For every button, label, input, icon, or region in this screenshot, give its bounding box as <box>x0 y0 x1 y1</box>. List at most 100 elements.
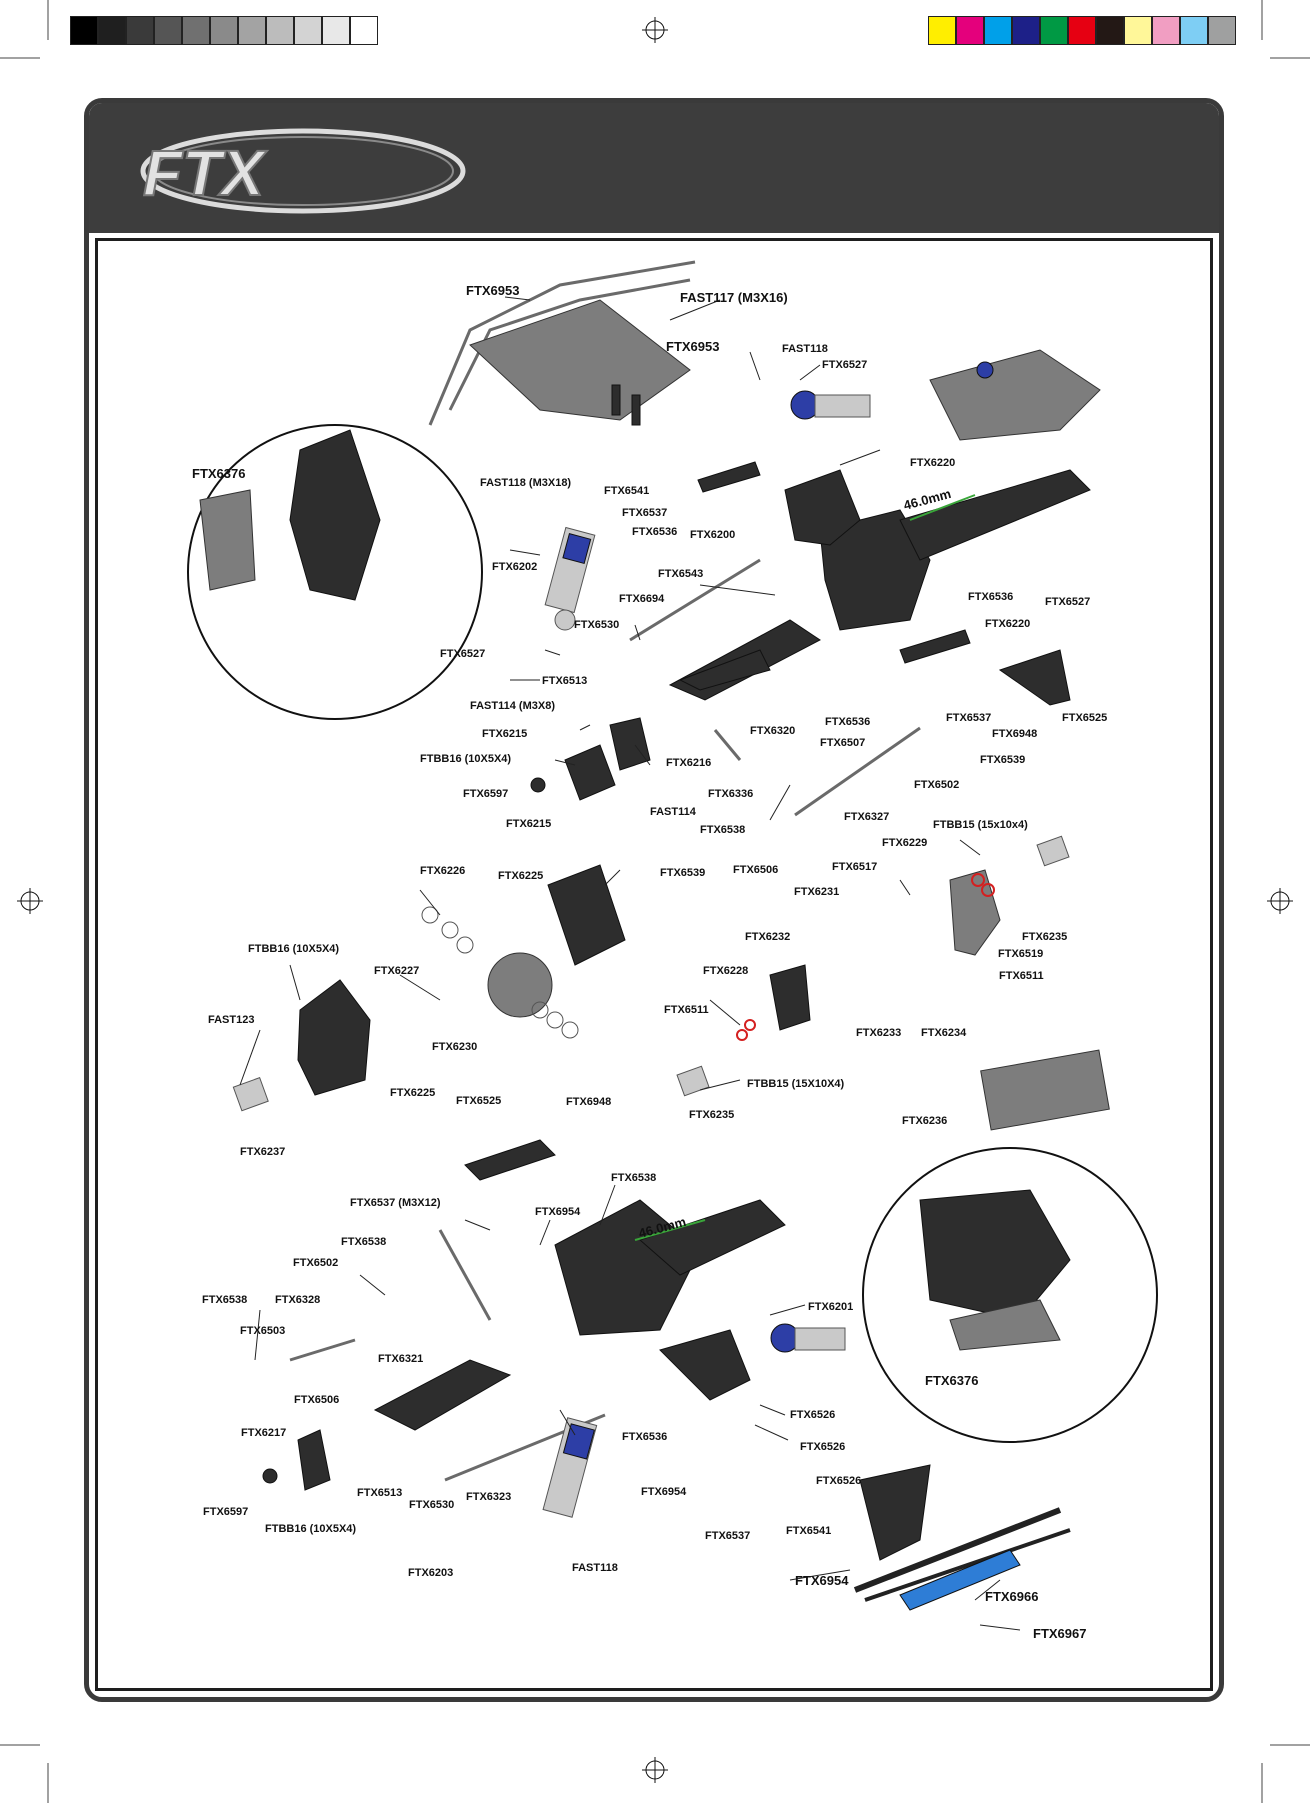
part-callout: FTX6232 <box>745 931 790 943</box>
part-callout: FTX6234 <box>921 1027 967 1039</box>
part-callout: FTX6237 <box>240 1146 285 1158</box>
part-callout: FTX6694 <box>619 593 665 605</box>
part-callout: FTX6321 <box>378 1353 423 1365</box>
color-swatch <box>1152 16 1180 45</box>
part-callout: FTX6328 <box>275 1294 320 1306</box>
gray-swatch <box>294 16 322 45</box>
front-dogbone <box>713 729 742 761</box>
color-swatch <box>1208 16 1236 45</box>
gray-swatch <box>154 16 182 45</box>
gray-swatch <box>70 16 98 45</box>
part-callout: FTX6525 <box>456 1095 501 1107</box>
part-callout: FTX6541 <box>786 1525 831 1537</box>
part-callout: FTX6227 <box>374 965 419 977</box>
part-callout: FTX6538 <box>611 1172 656 1184</box>
part-callout: FTX6327 <box>844 811 889 823</box>
gray-swatch <box>182 16 210 45</box>
part-callout: FTX6225 <box>390 1087 435 1099</box>
part-callout: FTX6226 <box>420 865 465 877</box>
color-swatch <box>1180 16 1208 45</box>
part-callout: FTX6948 <box>992 728 1037 740</box>
gray-swatch <box>126 16 154 45</box>
part-callout: FTX6506 <box>733 864 778 876</box>
gray-swatch <box>322 16 350 45</box>
part-callout: FTX6225 <box>498 870 543 882</box>
color-swatch <box>956 16 984 45</box>
front-detail-assembly <box>199 429 381 601</box>
front-shock-part <box>544 526 596 631</box>
part-callout: FTX6323 <box>466 1491 511 1503</box>
registration-target-top <box>642 17 668 43</box>
part-callout: FTX6543 <box>658 568 703 580</box>
logo-text: FTX <box>143 137 267 209</box>
diff-case-part <box>297 864 1001 1096</box>
part-callout: FAST114 (M3X8) <box>470 700 555 712</box>
front-bumper-part <box>428 260 696 426</box>
part-callout: FTX6530 <box>574 619 619 631</box>
rear-body-mount-part <box>464 1139 556 1181</box>
part-callout: FTX6525 <box>1062 712 1107 724</box>
gray-swatch <box>266 16 294 45</box>
part-callout: FTX6215 <box>482 728 527 740</box>
part-callout: FTX6948 <box>566 1096 611 1108</box>
rear-bumper-part <box>853 1464 1071 1611</box>
part-callout: FTX6202 <box>492 561 537 573</box>
part-callout: FTX6536 <box>622 1431 667 1443</box>
part-callout: FTX6526 <box>816 1475 861 1487</box>
front-hinge-pin <box>629 558 761 642</box>
part-callout: FTX6235 <box>689 1109 734 1121</box>
part-callout: FTX6376 <box>925 1373 978 1388</box>
part-callout: FTBB15 (15X10X4) <box>747 1078 845 1090</box>
part-callout: FTX6220 <box>910 457 955 469</box>
rear-lower-arm-part <box>373 1359 512 1431</box>
part-callout: FTX6513 <box>357 1487 402 1499</box>
part-callout: FTX6233 <box>856 1027 901 1039</box>
part-callout: FTX6220 <box>985 618 1030 630</box>
part-callout: FTX6230 <box>432 1041 477 1053</box>
part-callout: FTX6320 <box>750 725 795 737</box>
part-callout: FTX6530 <box>409 1499 454 1511</box>
part-callout: FTX6967 <box>1033 1626 1086 1641</box>
gray-swatch <box>210 16 238 45</box>
part-callout: FTX6527 <box>822 359 867 371</box>
top-right-chassis-preview <box>929 349 1101 441</box>
ftx-logo: FTX <box>140 128 466 214</box>
part-callout: FAST123 <box>208 1014 254 1026</box>
gray-swatch <box>98 16 126 45</box>
part-callout: FTBB16 (10X5X4) <box>248 943 339 955</box>
part-callout: FTX6506 <box>294 1394 339 1406</box>
part-callout: FTX6511 <box>999 970 1044 982</box>
rear-detail-assembly <box>919 1189 1071 1351</box>
registration-target-right <box>1267 888 1293 914</box>
part-callout: FTX6376 <box>192 466 245 481</box>
part-callout: FTX6541 <box>604 485 649 497</box>
part-callout: FTX6517 <box>832 861 877 873</box>
part-callout: FTX6953 <box>466 283 519 298</box>
diff-rings <box>421 873 995 1041</box>
part-callout: FAST118 <box>782 343 828 355</box>
part-callout: FTX6231 <box>794 886 839 898</box>
part-callout: FTX6537 <box>622 507 667 519</box>
part-callout: FTX6513 <box>542 675 587 687</box>
part-callout: FTX6201 <box>808 1301 853 1313</box>
color-swatch <box>1124 16 1152 45</box>
part-callout: FAST118 <box>572 1562 618 1574</box>
rear-gearbox-part <box>554 1199 786 1401</box>
part-callout: FAST118 (M3X18) <box>480 477 571 489</box>
part-callout: FTX6519 <box>998 948 1043 960</box>
leader-lines <box>239 296 1021 1631</box>
part-callout: FTX6216 <box>666 757 711 769</box>
header-band: FTX <box>89 103 1219 233</box>
part-callout: FTX6229 <box>882 837 927 849</box>
part-callout: FTBB16 (10X5X4) <box>420 753 511 765</box>
part-callout: FTX6503 <box>240 1325 285 1337</box>
part-callout: FTX6527 <box>1045 596 1090 608</box>
part-callout: FTX6203 <box>408 1567 453 1579</box>
part-callout: FTX6538 <box>202 1294 247 1306</box>
gray-swatch <box>238 16 266 45</box>
color-swatch <box>984 16 1012 45</box>
color-swatch <box>1068 16 1096 45</box>
